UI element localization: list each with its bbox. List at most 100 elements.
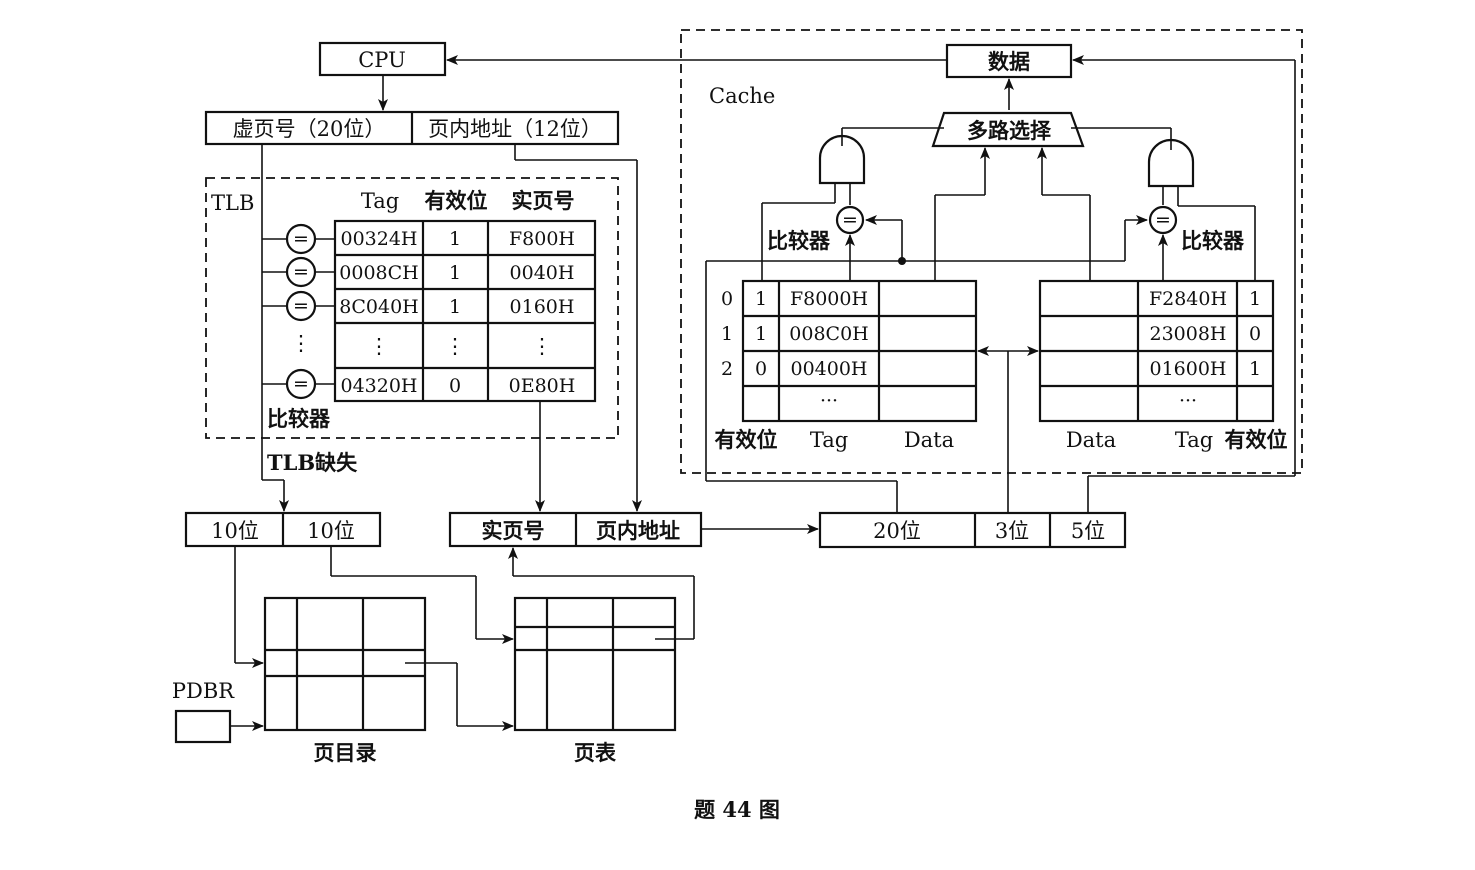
tlb-boundary: [205, 177, 619, 439]
cache-right-valid-header: 有效位: [1225, 427, 1288, 452]
tlb-row: 8C040H 1 0160H: [339, 296, 574, 318]
table-index-field: 10位: [307, 519, 355, 543]
cache-tag-field: 20位: [873, 519, 921, 543]
dir-index-field: 10位: [211, 519, 259, 543]
tlb-row: 0008CH 1 0040H: [339, 262, 574, 284]
cache-ellipsis: ···: [1179, 390, 1197, 412]
cache-valid-cell: 1: [755, 288, 767, 310]
cpu-label: CPU: [358, 48, 406, 72]
data-output-box: 数据: [945, 43, 1073, 79]
cache-boundary: [680, 29, 1303, 474]
cpu-box: CPU: [318, 41, 447, 77]
page-table: [513, 596, 677, 732]
cache-way-left: 0 1 F8000H 1 1 008C0H 2 0 00400H ···: [721, 279, 978, 423]
cache-address-register: 20位 3位 5位: [818, 511, 1127, 549]
svg-text:=: =: [293, 228, 309, 250]
cache-index-field: 3位: [995, 519, 1029, 543]
cache-left-valid-header: 有效位: [715, 427, 778, 452]
tlb-col-tag: Tag: [361, 189, 399, 213]
page-directory: [263, 596, 427, 732]
comparator-ellipsis: ⋮: [291, 331, 312, 355]
virtual-address-register: 虚页号（20位） 页内地址（12位）: [204, 110, 620, 146]
cache-left-row: 1 1 008C0H: [721, 323, 869, 345]
page-directory-label: 页目录: [314, 740, 377, 765]
page-table-label: 页表: [574, 740, 617, 765]
tlb-table: 00324H 1 F800H 0008CH 1 0040H 8C040H 1 0…: [333, 219, 597, 403]
cache-valid-cell: 1: [1249, 358, 1261, 380]
tlb-comparator-label: 比较器: [267, 406, 331, 431]
cache-tag-cell: 00400H: [790, 358, 867, 380]
pdbr-register: PDBR: [172, 679, 235, 744]
cache-offset-field: 5位: [1071, 519, 1105, 543]
cache-left-row: 2 0 00400H: [721, 358, 868, 380]
tlb-valid-cell: 1: [449, 296, 461, 318]
cache-valid-cell: 0: [1249, 323, 1261, 345]
tlb-ellipsis: ⋮: [369, 334, 390, 358]
cache-right-data-header: Data: [1066, 428, 1116, 452]
cache-right-tag-header: Tag: [1175, 428, 1213, 452]
cache-left-tag-header: Tag: [810, 428, 848, 452]
cache-way-right: F2840H 1 23008H 0 01600H 1 ···: [1038, 279, 1275, 423]
multiplexer: 多路选择: [931, 111, 1085, 148]
equality-comparator-icon: [285, 290, 317, 322]
tlb-valid-cell: 1: [449, 228, 461, 250]
svg-text:=: =: [1155, 209, 1171, 231]
tlb-col-valid: 有效位: [425, 188, 488, 213]
cache-tag-cell: F2840H: [1149, 288, 1227, 310]
cache-index-label: 0: [721, 288, 733, 310]
cache-comparator-right-label: 比较器: [1181, 228, 1245, 253]
tlb-ppn-cell: F800H: [509, 228, 575, 250]
tlb-ppn-cell: 0040H: [510, 262, 575, 284]
tlb-valid-cell: 0: [449, 375, 461, 397]
svg-text:=: =: [293, 373, 309, 395]
physical-page-field: 实页号: [482, 518, 545, 543]
tlb-tag-cell: 8C040H: [339, 296, 418, 318]
equality-comparator-icon: [285, 223, 317, 255]
equality-comparator-icon: [285, 256, 317, 288]
tlb-ellipsis: ⋮: [532, 334, 553, 358]
cache-right-row: F2840H 1: [1149, 288, 1261, 310]
tlb-row: 04320H 0 0E80H: [340, 375, 575, 397]
tlb-tag-cell: 00324H: [340, 228, 417, 250]
page-offset-field: 页内地址（12位）: [428, 117, 602, 141]
cache-index-label: 2: [721, 358, 733, 380]
data-output-label: 数据: [988, 49, 1030, 74]
cache-right-row: 23008H 0: [1149, 323, 1261, 345]
multiplexer-label: 多路选择: [967, 118, 1052, 143]
cache-comparator-left-label: 比较器: [767, 228, 831, 253]
cache-tag-cell: 01600H: [1149, 358, 1226, 380]
pdbr-label: PDBR: [172, 679, 235, 703]
cache-right-row: 01600H 1: [1149, 358, 1261, 380]
tlb-tag-cell: 04320H: [340, 375, 417, 397]
cache-tag-cell: 008C0H: [789, 323, 868, 345]
tlb-col-ppn: 实页号: [512, 188, 575, 213]
cache-comparator-left-icon: [835, 205, 865, 235]
cache-tag-cell: F8000H: [790, 288, 868, 310]
svg-text:=: =: [293, 261, 309, 283]
figure-caption: 题 44 图: [694, 797, 780, 822]
svg-text:=: =: [842, 209, 858, 231]
cache-valid-cell: 0: [755, 358, 767, 380]
virtual-page-number-field: 虚页号（20位）: [233, 117, 386, 141]
cache-comparator-right-icon: [1148, 205, 1178, 235]
svg-text:=: =: [293, 295, 309, 317]
two-level-index-register: 10位 10位: [184, 511, 382, 548]
tlb-ppn-cell: 0E80H: [509, 375, 576, 397]
physical-address-register: 实页号 页内地址: [448, 511, 703, 548]
cache-left-row: 0 1 F8000H: [721, 288, 868, 310]
equality-comparator-icon: [285, 368, 317, 400]
cache-control-wires: [705, 55, 1296, 513]
tlb-miss-label: TLB缺失: [267, 450, 358, 475]
tlb-label: TLB: [211, 191, 254, 215]
tlb-tag-cell: 0008CH: [339, 262, 418, 284]
physical-offset-field: 页内地址: [596, 518, 680, 543]
cache-tag-cell: 23008H: [1149, 323, 1226, 345]
cache-label: Cache: [709, 84, 775, 108]
tlb-valid-cell: 1: [449, 262, 461, 284]
cache-valid-cell: 1: [1249, 288, 1261, 310]
cache-ellipsis: ···: [820, 390, 838, 412]
cache-index-label: 1: [721, 323, 733, 345]
cache-left-data-header: Data: [904, 428, 954, 452]
tlb-row: 00324H 1 F800H: [340, 228, 575, 250]
